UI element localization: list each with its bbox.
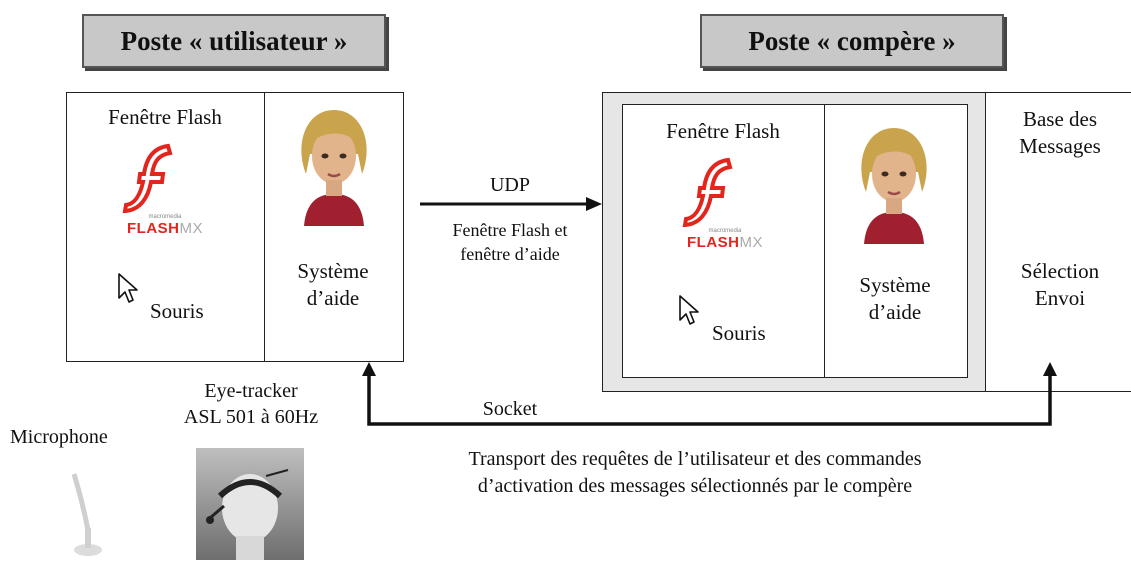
compere-station-title: Poste « compère » (700, 14, 1004, 68)
flash-f-icon (682, 157, 733, 228)
compere-flash-logo: macromedia FLASHMX (670, 152, 780, 262)
user-flash-logo: macromedia FLASHMX (110, 138, 220, 248)
socket-connector (362, 362, 1057, 426)
udp-description-line-1: Fenêtre Flash et (452, 220, 568, 240)
microphone-icon (71, 473, 102, 556)
selection-line-1: Sélection (1020, 259, 1100, 283)
udp-label: UDP (489, 174, 530, 196)
compere-mouse-label: Souris (712, 321, 766, 345)
flash-f-icon (122, 143, 173, 214)
compere-flash-window-label: Fenêtre Flash (666, 119, 780, 143)
user-mouse-label: Souris (150, 299, 204, 323)
flash-brand-small: macromedia (148, 214, 182, 220)
flash-word: FLASH (687, 234, 740, 251)
user-flash-window-box (66, 92, 266, 362)
user-help-system-label: Système d’aide (264, 258, 402, 313)
eye-tracker-line-2: ASL 501 à 60Hz (183, 406, 319, 428)
udp-description-line-2: fenêtre d’aide (460, 244, 560, 265)
socket-description-line-2: d’activation des messages sélectionnés p… (477, 475, 913, 497)
eye-tracker-image (196, 448, 304, 560)
udp-arrow (420, 197, 602, 211)
help-system-line-2: d’aide (306, 286, 360, 311)
eye-tracker-line-1: Eye-tracker (204, 380, 298, 402)
flash-suffix: MX (739, 234, 763, 251)
cursor-icon (679, 295, 699, 325)
help-system-line-1: Système (859, 273, 931, 297)
user-avatar-image (288, 104, 380, 226)
flash-word: FLASH (127, 220, 180, 237)
messages-base-box (985, 92, 1131, 392)
compere-help-system-label: Système d’aide (824, 272, 966, 327)
compere-flash-window-box (622, 104, 826, 378)
messages-base-line-2: Messages (1019, 134, 1101, 159)
compere-station-title-text: Poste « compère » (748, 25, 956, 56)
help-system-line-1: Système (297, 259, 369, 283)
help-system-line-2: d’aide (868, 300, 922, 325)
messages-base-line-1: Base des (1022, 107, 1098, 131)
eye-tracker-label: Eye-tracker ASL 501 à 60Hz (158, 378, 344, 430)
microphone-label: Microphone (10, 426, 108, 448)
socket-description: Transport des requêtes de l’utilisateur … (390, 446, 1000, 500)
socket-label: Socket (482, 398, 538, 420)
messages-base-label: Base des Messages (990, 106, 1130, 161)
compere-avatar-image (848, 122, 940, 244)
udp-description: Fenêtre Flash et fenêtre d’aide (410, 218, 610, 267)
user-flash-window-label: Fenêtre Flash (108, 105, 222, 129)
selection-line-2: Envoi (1034, 286, 1086, 311)
socket-description-line-1: Transport des requêtes de l’utilisateur … (468, 448, 922, 470)
selection-send-label: Sélection Envoi (990, 258, 1130, 313)
user-station-title-text: Poste « utilisateur » (120, 25, 348, 56)
cursor-icon (118, 273, 138, 303)
flash-brand-small: macromedia (708, 228, 742, 234)
user-station-title: Poste « utilisateur » (82, 14, 386, 68)
flash-suffix: MX (179, 220, 203, 237)
